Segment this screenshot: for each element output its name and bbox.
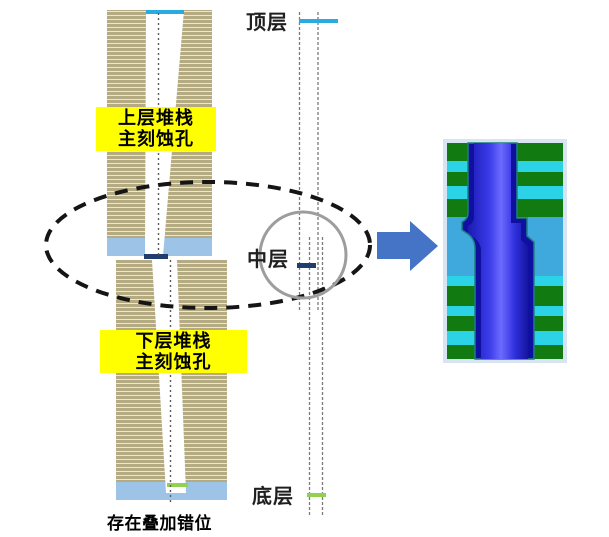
lower-stack — [116, 260, 227, 503]
top-layer-marker — [299, 19, 338, 23]
magnified-cross-section — [443, 139, 567, 363]
lower-hole-bottom-green-bar — [167, 483, 188, 487]
via-channel-inner — [468, 143, 528, 359]
lower-etch-hole — [152, 260, 186, 493]
bottom-layer-label: 底层 — [252, 484, 294, 508]
top-layer-label: 顶层 — [246, 10, 288, 34]
arrow-right-icon — [377, 221, 438, 271]
lower-stack-label-line2: 主刻蚀孔 — [135, 351, 212, 373]
upper-stack-label-line1: 上层堆栈 — [118, 108, 194, 129]
middle-layer-marker — [297, 263, 316, 268]
misalignment-caption: 存在叠加错位 — [107, 514, 212, 534]
layer-guides — [297, 12, 338, 515]
upper-stack-label: 上层堆栈 主刻蚀孔 — [96, 107, 216, 151]
middle-layer-label: 中层 — [247, 247, 289, 271]
upper-hole-top-cyan-cap — [146, 10, 184, 14]
misalignment-highlight-circle — [258, 210, 348, 300]
upper-hole-bottom-navy-bar — [144, 254, 168, 259]
lower-stack-label-line1: 下层堆栈 — [135, 330, 212, 352]
bottom-layer-marker — [307, 493, 326, 497]
lower-stack-label: 下层堆栈 主刻蚀孔 — [100, 330, 247, 373]
upper-stack-label-line2: 主刻蚀孔 — [118, 129, 194, 150]
dashed-highlight-ellipse — [44, 180, 372, 310]
